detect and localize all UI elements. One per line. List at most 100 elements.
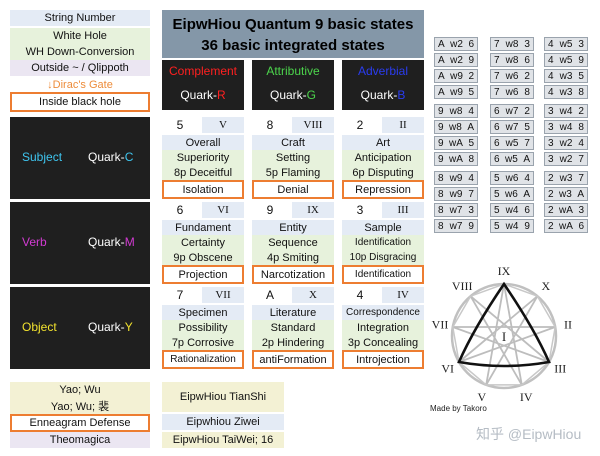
quark-prefix: Quark- (88, 150, 125, 164)
code-wing: w3 (559, 70, 573, 82)
state-roman: III (382, 202, 424, 218)
code-tritype: 7 (468, 188, 474, 200)
state-trait: Standard (252, 320, 334, 335)
enneagram-label: VII (432, 318, 449, 332)
code-wing: w5 (559, 54, 573, 66)
state-defense: antiFormation (252, 350, 334, 369)
code-core: 8 (438, 172, 444, 184)
state-defense: Isolation (162, 180, 244, 199)
code-wing: w3 (559, 188, 572, 200)
state-trait: Integration (342, 320, 424, 335)
code-core: 4 (548, 54, 554, 66)
code-wing: wA (449, 137, 463, 149)
code-wing: wA (559, 204, 573, 216)
code-tritype: 2 (578, 105, 584, 117)
code-wing: w3 (559, 86, 573, 98)
watermark: 知乎 @EipwHiou (476, 426, 582, 442)
code-core: 5 (494, 172, 500, 184)
state-number: A (252, 287, 288, 303)
state-trait: Certainty (162, 235, 244, 250)
state-number: 4 (342, 287, 378, 303)
code-tritype: 4 (524, 172, 530, 184)
type-code: 4 w5 9 (544, 53, 588, 67)
code-tritype: 8 (468, 153, 474, 165)
code-wing: w7 (449, 220, 463, 232)
title-box: EipwHiou Quantum 9 basic states 36 basic… (162, 10, 424, 58)
code-tritype: 6 (524, 204, 530, 216)
code-core: A (438, 86, 445, 98)
state-category: Entity (252, 220, 334, 235)
code-wing: w2 (559, 137, 573, 149)
state-defense: Repression (342, 180, 424, 199)
column-quark: Quark-B (342, 88, 424, 102)
code-tritype: 6 (578, 220, 584, 232)
state-defense: Rationalization (162, 350, 244, 369)
code-wing: w2 (450, 54, 463, 66)
code-core: 6 (494, 105, 500, 117)
left-label-1: White Hole (10, 28, 150, 44)
state-trait: Identification (342, 235, 424, 250)
bottom-center-0: EipwHiou TianShi (162, 382, 284, 412)
column-quark: Quark-G (252, 88, 334, 102)
column-header-label: Complement (168, 64, 238, 78)
state-category: Fundament (162, 220, 244, 235)
code-core: 8 (438, 220, 444, 232)
bottom-center-2: EipwHiou TaiWei; 16 (162, 432, 284, 448)
code-core: 4 (548, 70, 554, 82)
code-tritype: 3 (578, 204, 584, 216)
enneagram-label: VIII (452, 279, 473, 293)
code-core: A (438, 70, 445, 82)
enneagram-center-label: I (502, 329, 506, 344)
bottom-center-1: Eipwhiou Ziwei (162, 414, 284, 430)
quark-letter: Y (124, 320, 133, 334)
quark-prefix: Quark- (88, 235, 125, 249)
left-label-4: ↓Dirac's Gate (10, 77, 150, 93)
column-quark: Quark-R (162, 88, 244, 102)
code-tritype: 7 (578, 172, 584, 184)
code-tritype: 5 (468, 86, 474, 98)
column-header-label: Attributive (266, 64, 320, 78)
state-trait: Anticipation (342, 150, 424, 165)
code-wing: w9 (449, 188, 463, 200)
code-tritype: 2 (524, 70, 530, 82)
column-header-label: Adverbial (357, 64, 409, 78)
code-wing: w5 (505, 137, 519, 149)
code-wing: w9 (450, 86, 463, 98)
state-defense: Narcotization (252, 265, 334, 284)
code-wing: w4 (559, 121, 573, 133)
quark-prefix: Quark- (360, 88, 398, 102)
code-tritype: 4 (468, 105, 474, 117)
code-wing: w7 (449, 204, 463, 216)
code-wing: w9 (449, 172, 463, 184)
code-wing: w3 (559, 172, 573, 184)
state-category: Art (342, 135, 424, 150)
state-roman: VI (202, 202, 244, 218)
code-core: 3 (548, 137, 554, 149)
code-tritype: A (577, 188, 584, 200)
quark-letter: G (306, 88, 317, 102)
code-core: 4 (548, 86, 554, 98)
state-number: 6 (162, 202, 198, 218)
bottom-left-1: Yao; Wu; 裴 (10, 398, 150, 414)
state-category: Craft (252, 135, 334, 150)
code-tritype: 9 (578, 54, 584, 66)
code-tritype: A (523, 153, 530, 165)
row-name: Object (22, 320, 57, 334)
enneagram-label: V (477, 390, 486, 404)
code-wing: w7 (505, 105, 519, 117)
